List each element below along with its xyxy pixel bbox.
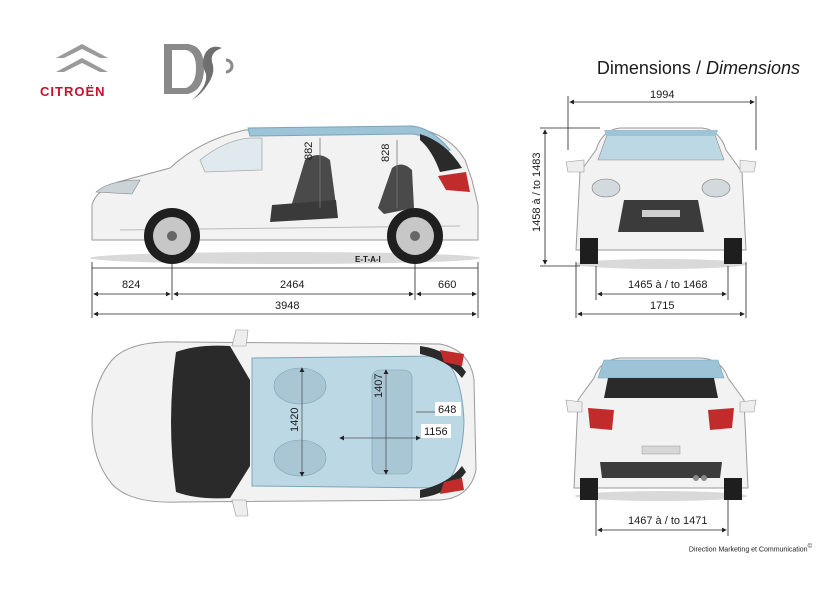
title-translation: Dimensions xyxy=(705,58,800,78)
overall-width-label: 1994 xyxy=(650,89,674,101)
citroen-wordmark: CITROËN xyxy=(40,84,106,99)
page-title: Dimensions / Dimensions xyxy=(560,58,800,79)
seat-to-boot-label: 1156 xyxy=(424,426,448,438)
citroen-chevrons-logo xyxy=(56,44,108,72)
side-dimension-lines xyxy=(91,262,479,318)
body-width-label: 1715 xyxy=(650,300,674,312)
title-separator: / xyxy=(690,58,706,78)
footer-credit: Direction Marketing et Communication© xyxy=(689,544,812,553)
rear-overhang-label: 660 xyxy=(438,279,456,291)
overall-length-label: 3948 xyxy=(275,300,299,312)
ground-mark-label: E-T-A-I xyxy=(355,255,381,264)
front-track-label: 1465 à / to 1468 xyxy=(628,279,708,291)
front-overhang-label: 824 xyxy=(122,279,140,291)
height-label: 1458 à / to 1483 xyxy=(531,152,543,232)
rear-headroom-label: 828 xyxy=(380,144,392,162)
boot-depth-label-bg xyxy=(435,402,461,416)
front-view-car xyxy=(565,127,757,269)
rear-elbow-width-label: 1407 xyxy=(373,374,385,398)
rear-view-car xyxy=(565,357,757,501)
ds3-logo xyxy=(164,44,234,100)
boot-depth-label: 648 xyxy=(438,404,456,416)
title-main: Dimensions xyxy=(596,58,691,78)
footer-text: Direction Marketing et Communication xyxy=(688,546,808,554)
seat-to-boot-label-bg xyxy=(421,424,451,438)
top-view-car xyxy=(91,329,477,517)
wheelbase-label: 2464 xyxy=(280,279,304,291)
footer-copyright-mark: © xyxy=(807,544,812,550)
front-elbow-width-label: 1420 xyxy=(289,408,301,432)
front-headroom-label: 882 xyxy=(303,142,315,160)
side-view-car xyxy=(90,125,480,264)
front-dimension-lines xyxy=(540,96,757,318)
rear-dimension-lines xyxy=(595,500,729,536)
rear-track-label: 1467 à / to 1471 xyxy=(628,515,708,527)
